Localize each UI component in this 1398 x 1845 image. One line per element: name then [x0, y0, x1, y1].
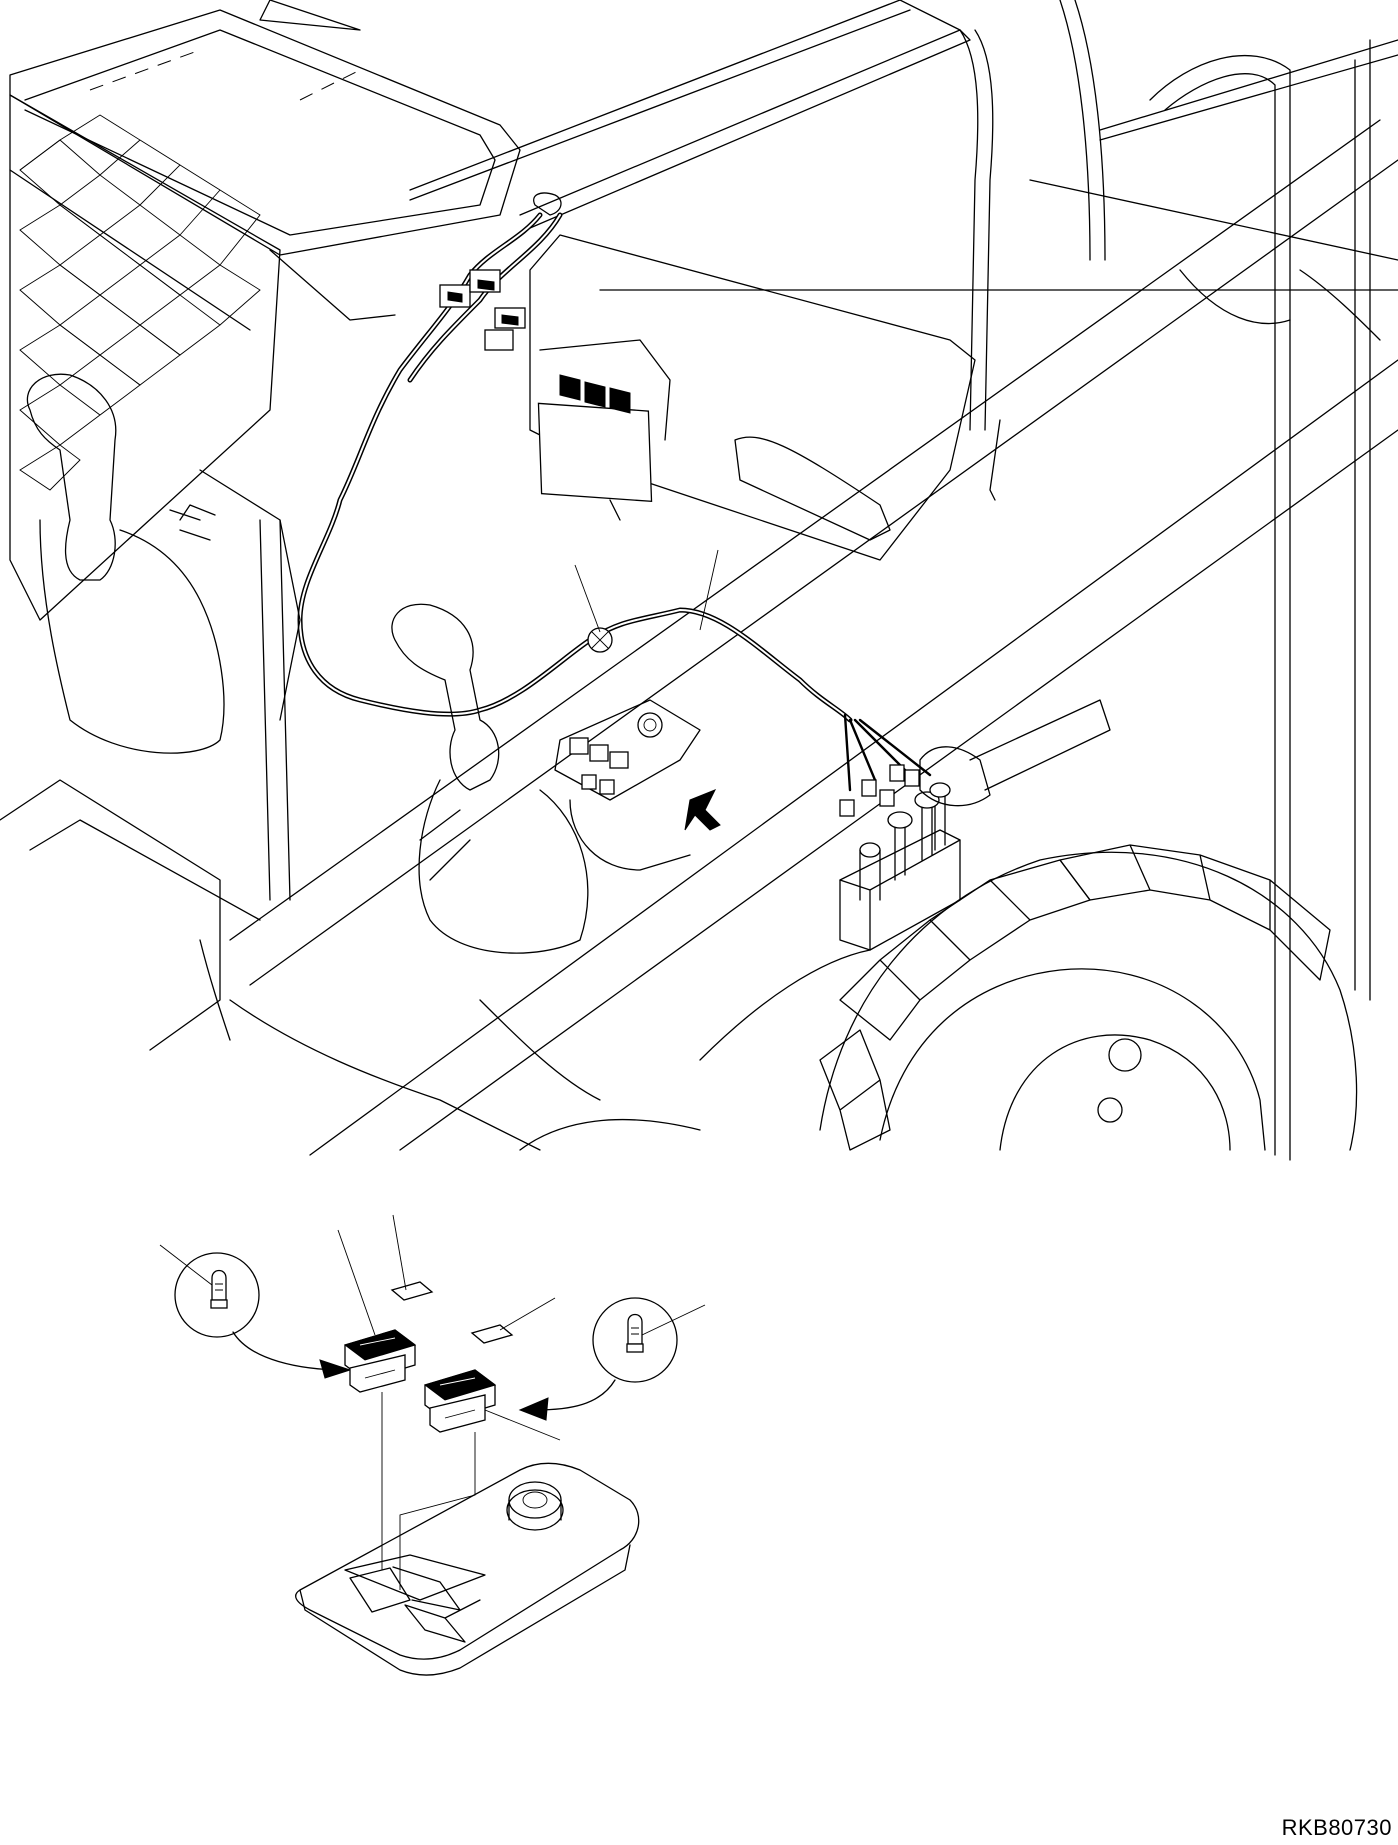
switch-lens-icon [470, 1324, 514, 1344]
switch-bulb-icon [626, 1313, 644, 1353]
joystick-right [391, 603, 589, 954]
drawing-code: RKB80730 [1281, 1815, 1392, 1840]
valve-cap-icon [929, 782, 951, 798]
switch-bulb-icon [599, 779, 615, 795]
switch-detail [159, 1214, 706, 1676]
bulb-callout-left [174, 1252, 260, 1338]
control-box [529, 234, 1001, 561]
floor-plate [199, 939, 871, 1151]
bulb-callout-right [592, 1297, 678, 1383]
relay-connector-icon [537, 402, 653, 503]
connector-icon [889, 764, 905, 782]
leader-lines [574, 549, 719, 633]
buzzer-icon [506, 1489, 564, 1531]
valve-cap-icon [887, 811, 913, 829]
switch-icon [423, 1369, 497, 1433]
tire [819, 844, 1358, 1151]
connector-icon [839, 799, 855, 817]
valve-cap-icon [859, 842, 881, 858]
joystick-left [0, 373, 301, 1051]
switch-lens-icon [390, 1281, 434, 1301]
switch-icon [343, 1329, 417, 1393]
switch-panel [554, 699, 721, 871]
wiring-harness [297, 192, 932, 817]
connector-icon [879, 789, 895, 807]
switch-icon [569, 737, 589, 755]
switch-icon [589, 744, 609, 762]
valve-cap-icon [914, 791, 940, 809]
buzzer-icon [637, 712, 663, 738]
switch-icon [609, 751, 629, 769]
switch-panel-detail [295, 1462, 640, 1676]
connector-icon [904, 769, 920, 787]
cab-frame [229, 0, 1398, 1161]
solenoid-valve-block [839, 699, 1111, 951]
roof-panel [9, 0, 521, 321]
rops-grille [9, 94, 281, 621]
view-arrow-icon [684, 789, 721, 831]
cab-assembly [0, 0, 1398, 1161]
connector-icon [861, 779, 877, 797]
switch-bulb-icon [581, 774, 597, 790]
connector-icon [484, 329, 514, 351]
switch-bulb-icon [210, 1269, 228, 1309]
